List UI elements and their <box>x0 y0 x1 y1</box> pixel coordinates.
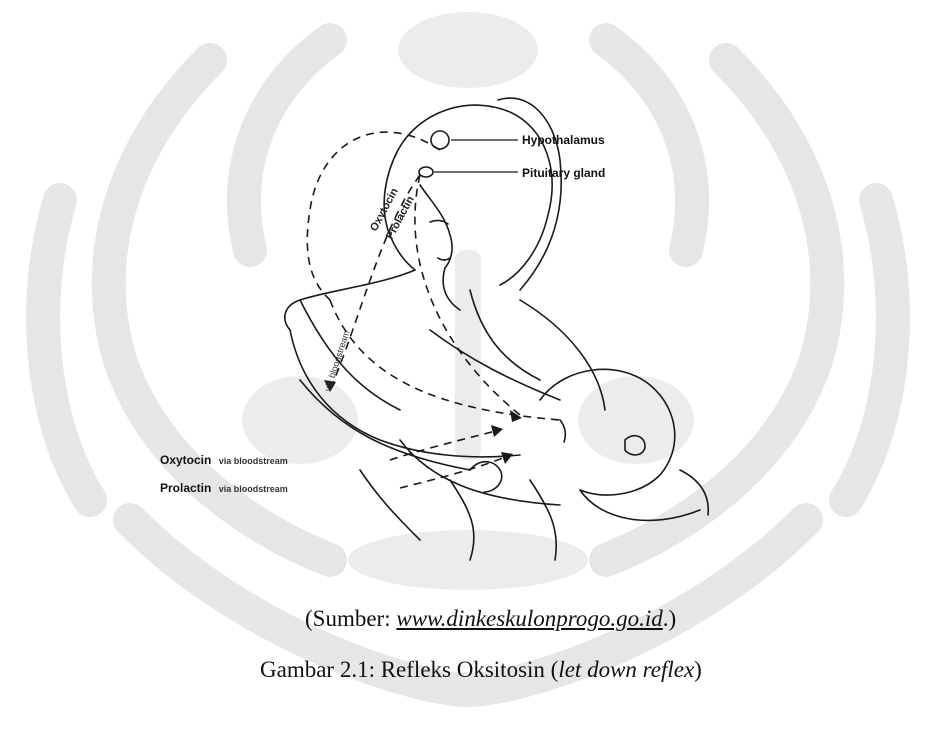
prolactin-bottom-via: via bloodstream <box>219 484 288 494</box>
oxytocin-bottom-name: Oxytocin <box>160 453 211 467</box>
source-citation: (Sumber: www.dinkeskulonprogo.go.id.) <box>305 606 676 632</box>
source-url-link[interactable]: www.dinkeskulonprogo.go.id <box>396 606 662 631</box>
prolactin-bottom-name: Prolactin <box>160 481 211 495</box>
figure-caption-suffix: ) <box>694 657 702 682</box>
label-bloodstream-arm: via bloodstream <box>322 329 351 393</box>
label-hypothalamus: Hypothalamus <box>522 133 605 147</box>
label-pituitary-gland: Pituitary gland <box>522 166 605 180</box>
label-oxytocin-bottom: Oxytocin via bloodstream <box>160 453 288 467</box>
oxytocin-bottom-via: via bloodstream <box>219 456 288 466</box>
figure-caption-prefix: Gambar 2.1: Refleks Oksitosin ( <box>260 657 558 682</box>
label-prolactin-bottom: Prolactin via bloodstream <box>160 481 288 495</box>
source-prefix: (Sumber: <box>305 606 396 631</box>
figure-caption: Gambar 2.1: Refleks Oksitosin (let down … <box>260 657 702 683</box>
figure-caption-italic: let down reflex <box>558 657 694 682</box>
source-suffix: .) <box>663 606 676 631</box>
